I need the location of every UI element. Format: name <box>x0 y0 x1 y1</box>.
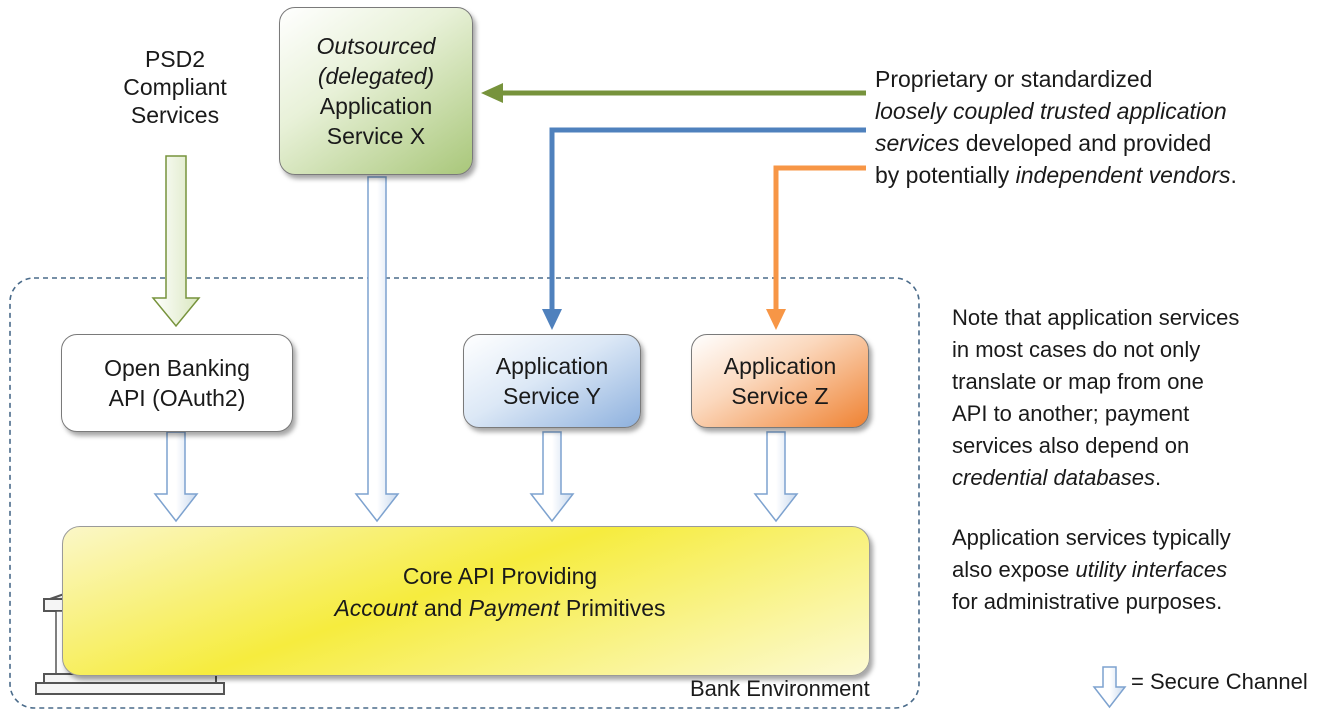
service-z-box: Application Service Z <box>691 334 869 428</box>
legend-secure-channel-icon <box>1092 666 1127 709</box>
channel-arrow-openbanking <box>153 431 199 523</box>
core-api-box <box>62 526 870 676</box>
service-x-delegated: (delegated) <box>317 63 435 89</box>
service-x-application: Application <box>319 93 433 119</box>
service-x-box: Outsourced (delegated) Application Servi… <box>279 7 473 175</box>
bank-environment-region <box>9 277 920 709</box>
orange-arrowhead <box>766 309 786 330</box>
channel-arrow-x <box>354 176 400 523</box>
utility-note: Application services typically also expo… <box>952 525 1231 614</box>
vendors-note: Proprietary or standardized loosely coup… <box>875 66 1237 188</box>
legend-label: = Secure Channel <box>1131 669 1308 694</box>
open-banking-api-box: Open Banking API (OAuth2) <box>61 334 293 432</box>
orange-connector <box>773 165 866 312</box>
bank-environment-label: Bank Environment <box>690 676 870 701</box>
blue-arrowhead <box>542 309 562 330</box>
service-y-box: Application Service Y <box>463 334 641 428</box>
psd2-arrow <box>151 155 201 328</box>
green-arrowhead <box>481 83 503 103</box>
service-x-name: Service X <box>326 123 426 149</box>
core-api-label: Core API Providing Account and Payment P… <box>334 563 666 621</box>
blue-connector <box>549 127 866 312</box>
channel-arrow-y <box>529 431 575 523</box>
channel-arrow-z <box>753 431 799 523</box>
translate-note: Note that application services in most c… <box>952 305 1240 490</box>
service-x-outsourced: Outsourced <box>316 33 436 59</box>
psd2-label: PSD2 Compliant Services <box>123 46 227 128</box>
